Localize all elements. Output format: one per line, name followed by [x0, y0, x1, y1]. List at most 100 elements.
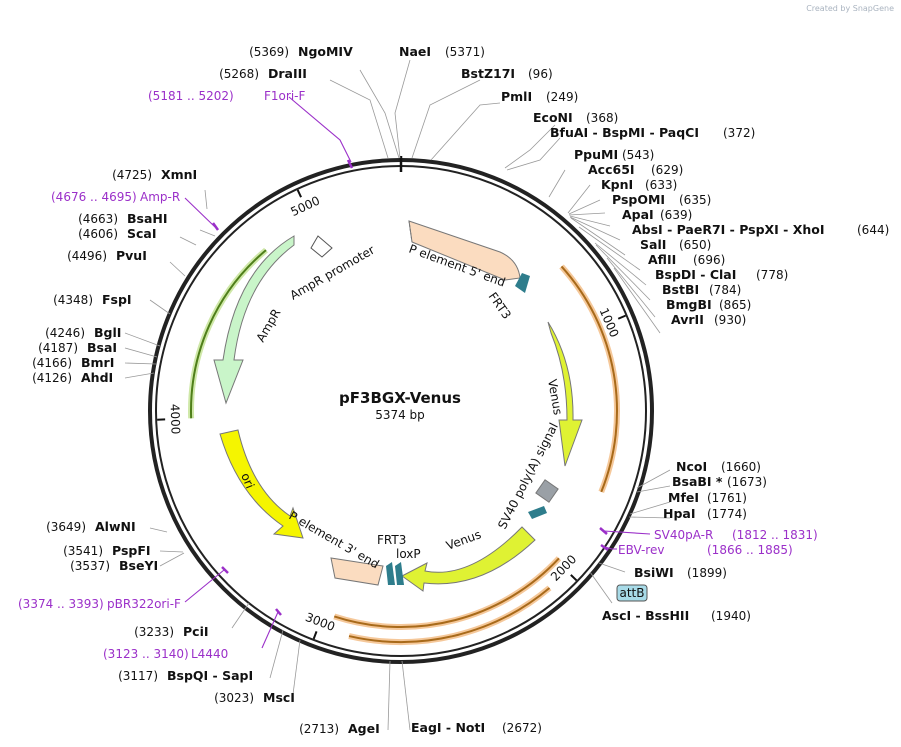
site-label: AgeI: [348, 721, 380, 736]
site-label: XmnI: [161, 167, 197, 182]
plasmid-backbone: [148, 156, 654, 664]
site-label: AflII: [648, 252, 676, 267]
site-label: BsaI: [87, 340, 117, 355]
feature-venus-arrow: [547, 321, 583, 467]
site-label: SalI: [640, 237, 666, 252]
site-label: EagI - NotI: [411, 720, 485, 735]
site-label: BglI: [94, 325, 121, 340]
site-label: PspOMI: [612, 192, 665, 207]
label-loxp: loxP: [396, 547, 421, 561]
site-label: FspI: [102, 292, 132, 307]
tick-label: 4000: [168, 404, 183, 435]
label-venus-bottom: Venus: [444, 527, 483, 553]
orf-line-right: [560, 265, 618, 493]
site-pos: (1660): [721, 460, 761, 474]
site-pos: (4725): [112, 168, 152, 182]
site-pos: (865): [719, 298, 751, 312]
feature-frt3-right: [528, 506, 547, 519]
site-label: KpnI: [601, 177, 633, 192]
site-pos: (3233): [134, 625, 174, 639]
site-label: PmlI: [501, 89, 532, 104]
label-sv40-polya: SV40 poly(A) signal: [495, 421, 561, 532]
site-pos: (543): [622, 148, 654, 162]
plasmid-size: 5374 bp: [375, 408, 425, 422]
site-pos: (1940): [711, 609, 751, 623]
site-label: AbsI - PaeR7I - PspXI - XhoI: [632, 222, 825, 237]
label-venus-right: Venus: [545, 378, 565, 416]
primer-label: F1ori-F: [264, 89, 305, 103]
site-pos: (3023): [214, 691, 254, 705]
snapgene-credit: Created by SnapGene: [806, 4, 894, 13]
site-pos: (4496): [67, 249, 107, 263]
site-pos: (96): [528, 67, 553, 81]
site-label: BseYI: [119, 558, 158, 573]
primer-labels: (5181 .. 5202) F1ori-F (4676 .. 4695) Am…: [18, 89, 818, 661]
site-label: NgoMIV: [298, 44, 353, 59]
site-pos: (1673): [727, 475, 767, 489]
site-label: BsiWI: [634, 565, 674, 580]
feature-ori-arrow: [219, 429, 304, 539]
site-pos: (1899): [687, 566, 727, 580]
feature-ampr-arrow: [213, 235, 295, 405]
plasmid-name: pF3BGX-Venus: [339, 389, 461, 407]
site-pos: (1774): [707, 507, 747, 521]
site-label: AlwNI: [95, 519, 136, 534]
site-label: PpuMI: [574, 147, 618, 162]
site-pos: (784): [709, 283, 741, 297]
site-pos: (629): [651, 163, 683, 177]
orf-line-outer: [348, 587, 551, 643]
site-label: PciI: [183, 624, 209, 639]
primer-pos: (3123 .. 3140): [103, 647, 189, 661]
attb-label: attB: [620, 586, 645, 600]
label-ampr: AmpR: [253, 306, 283, 344]
primer-pos: (4676 .. 4695): [51, 190, 137, 204]
site-label: PvuI: [116, 248, 147, 263]
site-pos: (3649): [46, 520, 86, 534]
site-pos: (650): [679, 238, 711, 252]
site-pos: (4348): [53, 293, 93, 307]
label-frt3-bottom: FRT3: [377, 533, 406, 547]
site-pos: (5371): [445, 45, 485, 59]
feature-p-element-5-end: [408, 220, 521, 281]
site-pos: (696): [693, 253, 725, 267]
site-pos: (4606): [78, 227, 118, 241]
site-label: BmgBI: [666, 297, 712, 312]
feature-ampr-promoter: [310, 235, 333, 258]
site-label: BsaHI: [127, 211, 168, 226]
tick-mark: [312, 631, 318, 640]
site-label: AscI - BssHII: [602, 608, 689, 623]
tick-label: 5000: [288, 193, 322, 219]
site-label: BsaBI *: [672, 474, 723, 489]
feature-p-element-3-end: [330, 557, 384, 586]
site-label: ApaI: [622, 207, 654, 222]
orf-line-bottom: [333, 557, 560, 628]
tick-mark: [617, 314, 626, 320]
site-pos: (4126): [32, 371, 72, 385]
primer-pos: (3374 .. 3393): [18, 597, 104, 611]
site-label: BfuAI - BspMI - PaqCI: [550, 125, 699, 140]
primer-label: pBR322ori-F: [107, 597, 181, 611]
site-label: BstZ17I: [461, 66, 515, 81]
site-labels: (5369) NgoMIV NaeI (5371) (5268) DraIII …: [32, 44, 889, 736]
feature-frt3-top: [515, 273, 530, 293]
site-label: BmrI: [81, 355, 114, 370]
tick-label: 3000: [303, 610, 337, 634]
site-pos: (372): [723, 126, 755, 140]
site-label: EcoNI: [533, 110, 573, 125]
site-label: ScaI: [127, 226, 157, 241]
site-label: Acc65I: [588, 162, 635, 177]
site-pos: (3117): [118, 669, 158, 683]
site-label: BspQI - SapI: [167, 668, 253, 683]
primer-pos: (1812 .. 1831): [732, 528, 818, 542]
primer-label: Amp-R: [140, 190, 180, 204]
site-pos: (249): [546, 90, 578, 104]
site-leader-lines: [124, 59, 671, 731]
site-label: HpaI: [663, 506, 696, 521]
ampr-line: [190, 249, 267, 419]
site-label: AhdI: [81, 370, 113, 385]
label-frt3-top: FRT3: [486, 290, 514, 322]
site-pos: (635): [679, 193, 711, 207]
site-pos: (644): [857, 223, 889, 237]
label-ampr-promoter: AmpR promoter: [288, 243, 378, 303]
